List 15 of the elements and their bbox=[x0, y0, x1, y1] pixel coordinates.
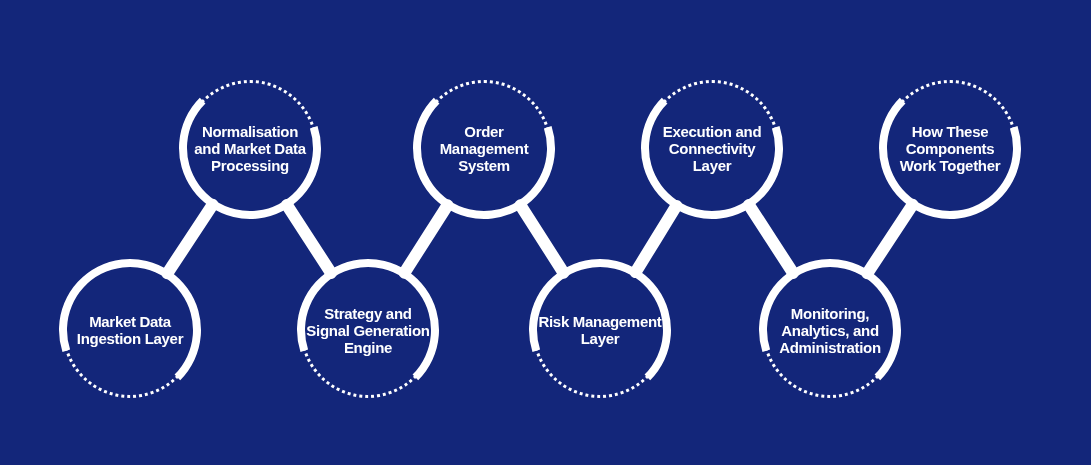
node-label: Execution and Connectivity Layer bbox=[661, 122, 763, 174]
connector bbox=[743, 199, 799, 279]
connector bbox=[861, 198, 919, 280]
node-label: Risk Management Layer bbox=[538, 313, 662, 347]
node-label: Order Management System bbox=[438, 122, 530, 174]
node-label: Monitoring, Analytics, and Administration bbox=[778, 304, 882, 356]
node-label: Strategy and Signal Generation Engine bbox=[306, 304, 430, 356]
connector bbox=[281, 199, 337, 279]
connector bbox=[398, 199, 454, 279]
node-label: How These Components Work Together bbox=[898, 122, 1002, 174]
connector bbox=[629, 199, 683, 279]
connector bbox=[161, 198, 219, 280]
node-label: Market Data Ingestion Layer bbox=[75, 313, 185, 347]
node-label: Normalisation and Market Data Processing bbox=[193, 122, 307, 174]
connector bbox=[514, 199, 570, 279]
